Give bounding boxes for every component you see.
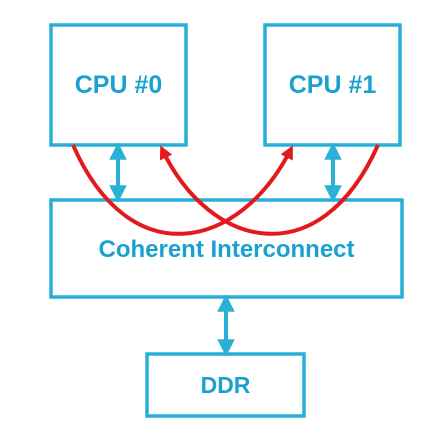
- cpu1-box: CPU #1: [263, 23, 402, 147]
- ddr-box: DDR: [145, 352, 306, 418]
- snoop-arc-cpu1-to-cpu0: [159, 144, 380, 236]
- cpu0-label: CPU #0: [75, 71, 163, 99]
- snoop-arc-cpu0-to-cpu1: [71, 144, 293, 236]
- cpu1-label: CPU #1: [289, 71, 377, 99]
- ddr-label: DDR: [201, 372, 251, 398]
- interconnect-box: Coherent Interconnect: [49, 198, 404, 299]
- cpu0-box: CPU #0: [49, 23, 188, 147]
- interconnect-label: Coherent Interconnect: [98, 236, 354, 263]
